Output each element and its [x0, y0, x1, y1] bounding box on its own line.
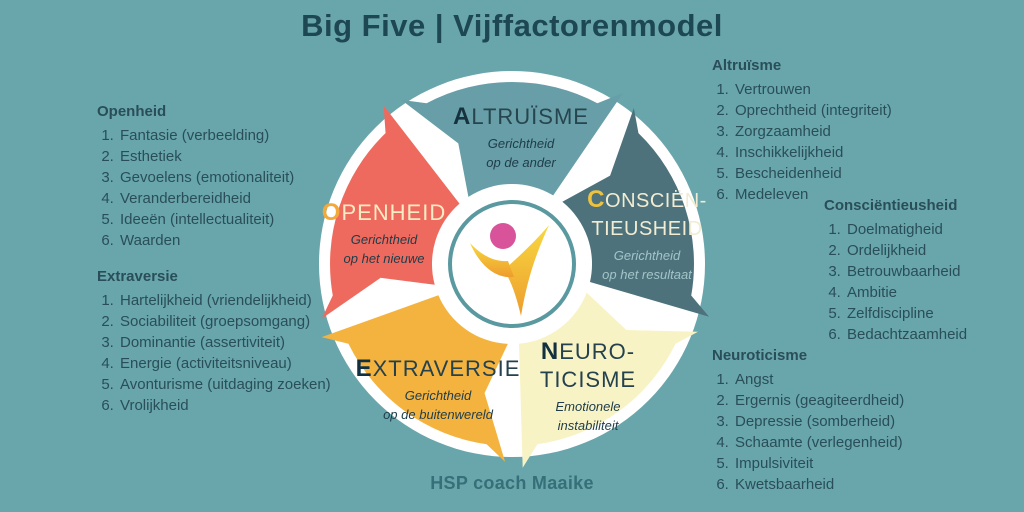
list-item: Schaamte (verlegenheid): [733, 432, 904, 453]
list-item: Gevoelens (emotionaliteit): [118, 167, 294, 188]
list-item: Medeleven: [733, 184, 892, 205]
facet-items: DoelmatigheidOrdelijkheidBetrouwbaarheid…: [824, 219, 967, 345]
segment-title: EXTRAVERSIE: [355, 355, 521, 382]
facet-list-altruisme: AltruïsmeVertrouwenOprechtheid (integrit…: [712, 57, 892, 205]
facet-items: Hartelijkheid (vriendelijkheid)Sociabili…: [97, 290, 331, 416]
segment-title: NEURO-TICISME: [539, 338, 637, 392]
list-item: Avonturisme (uitdaging zoeken): [118, 374, 331, 395]
facet-list-neuroticisme: NeuroticismeAngstErgernis (geagiteerdhei…: [712, 347, 904, 495]
facet-items: AngstErgernis (geagiteerdheid)Depressie …: [712, 369, 904, 495]
hsp-person-logo-icon: [470, 223, 549, 316]
segment-title-lead-letter: N: [540, 338, 560, 365]
segment-conscientieusheid: [562, 108, 710, 317]
list-item: Ergernis (geagiteerdheid): [733, 390, 904, 411]
facet-list-title: Extraversie: [97, 268, 178, 285]
list-item: Zelfdiscipline: [845, 303, 967, 324]
facet-list-title: Consciëntieusheid: [824, 197, 958, 214]
facet-items: VertrouwenOprechtheid (integriteit)Zorgz…: [712, 79, 892, 205]
segment-title-lead-letter: E: [355, 355, 373, 382]
list-item: Ordelijkheid: [845, 240, 967, 261]
segment-title: CONSCIËN-TIEUSHEID: [587, 186, 707, 240]
list-item: Vrolijkheid: [118, 395, 331, 416]
list-item: Waarden: [118, 230, 294, 251]
list-item: Ideeën (intellectualiteit): [118, 209, 294, 230]
segment-title-lead-letter: C: [587, 186, 606, 213]
list-item: Angst: [733, 369, 904, 390]
list-item: Fantasie (verbeelding): [118, 125, 294, 146]
facet-items: Fantasie (verbeelding)EsthetiekGevoelens…: [97, 125, 294, 251]
segment-title-lead-letter: A: [453, 103, 472, 130]
facet-list-title: Openheid: [97, 103, 167, 120]
list-item: Bescheidenheid: [733, 163, 892, 184]
list-item: Veranderbereidheid: [118, 188, 294, 209]
segment-title-lead-letter: O: [321, 199, 342, 226]
list-item: Inschikkelijkheid: [733, 142, 892, 163]
list-item: Kwetsbaarheid: [733, 474, 904, 495]
list-item: Oprechtheid (integriteit): [733, 100, 892, 121]
segment-neuroticisme: [518, 292, 699, 468]
logo-head-icon: [490, 223, 516, 249]
list-item: Hartelijkheid (vriendelijkheid): [118, 290, 331, 311]
list-item: Vertrouwen: [733, 79, 892, 100]
facet-list-title: Altruïsme: [712, 57, 782, 74]
segment-extraversie: [321, 295, 508, 462]
facet-list-conscientieusheid: ConsciëntieusheidDoelmatigheidOrdelijkhe…: [824, 197, 967, 345]
list-item: Ambitie: [845, 282, 967, 303]
list-item: Dominantie (assertiviteit): [118, 332, 331, 353]
list-item: Zorgzaamheid: [733, 121, 892, 142]
facet-list-extraversie: ExtraversieHartelijkheid (vriendelijkhei…: [97, 268, 331, 416]
page-title: Big Five | Vijffactorenmodel: [301, 8, 723, 43]
list-item: Energie (activiteitsniveau): [118, 353, 331, 374]
wheel-segments: [321, 82, 710, 468]
list-item: Impulsiviteit: [733, 453, 904, 474]
facet-list-title: Neuroticisme: [712, 347, 808, 364]
list-item: Bedachtzaamheid: [845, 324, 967, 345]
list-item: Sociabiliteit (groepsomgang): [118, 311, 331, 332]
segment-title: OPENHEID: [321, 199, 447, 226]
list-item: Depressie (somberheid): [733, 411, 904, 432]
list-item: Esthetiek: [118, 146, 294, 167]
list-item: Betrouwbaarheid: [845, 261, 967, 282]
segment-title: ALTRUÏSME: [453, 103, 589, 130]
facet-list-openheid: OpenheidFantasie (verbeelding)EsthetiekG…: [97, 103, 294, 251]
segment-altruisme: [401, 82, 624, 197]
footer-brand: HSP coach Maaike: [430, 473, 594, 493]
segment-openheid: [321, 105, 460, 319]
list-item: Doelmatigheid: [845, 219, 967, 240]
